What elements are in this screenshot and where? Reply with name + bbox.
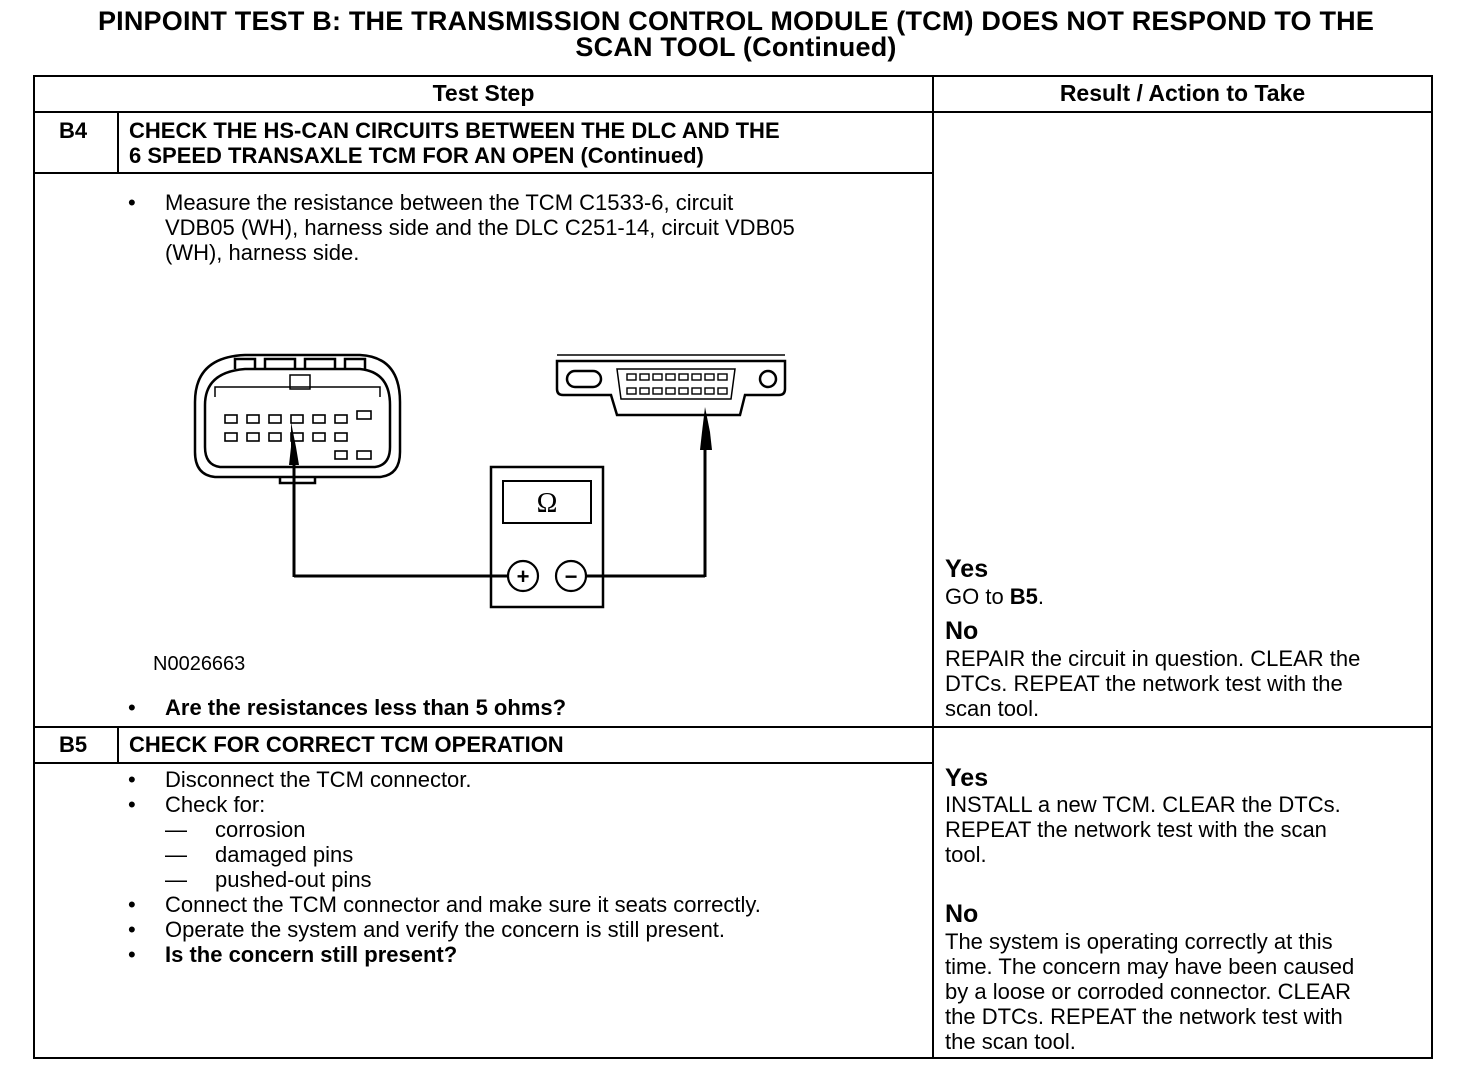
b4-yes-target: B5 bbox=[1009, 584, 1038, 609]
b4-yes-prefix: GO to bbox=[945, 584, 1010, 609]
dash-icon: — bbox=[165, 842, 187, 867]
negative-terminal-label: − bbox=[565, 564, 578, 589]
b4-measure-line3: (WH), harness side. bbox=[165, 240, 360, 265]
b4-heading-line1: CHECK THE HS-CAN CIRCUITS BETWEEN THE DL… bbox=[129, 118, 780, 143]
b5-question: Is the concern still present? bbox=[165, 942, 458, 967]
tcm-connector-icon bbox=[193, 353, 402, 485]
b5-yes-label: Yes bbox=[945, 764, 989, 792]
bullet-icon: • bbox=[128, 942, 136, 967]
b5-heading-divider bbox=[35, 762, 933, 764]
b4-no-line3: scan tool. bbox=[945, 696, 1040, 721]
b4-no-label: No bbox=[945, 617, 979, 645]
step-id-divider-b4 bbox=[117, 111, 119, 173]
b4-measure-line1: Measure the resistance between the TCM C… bbox=[165, 190, 734, 215]
dash-icon: — bbox=[165, 817, 187, 842]
page-title: PINPOINT TEST B: THE TRANSMISSION CONTRO… bbox=[0, 6, 1472, 62]
bullet-icon: • bbox=[128, 892, 136, 917]
tcm-pin-cavities bbox=[224, 410, 372, 460]
b4-b5-divider bbox=[35, 726, 1431, 728]
result-header: Result / Action to Take bbox=[1059, 80, 1306, 106]
b5-step1: Disconnect the TCM connector. bbox=[165, 767, 472, 792]
bullet-icon: • bbox=[128, 695, 136, 720]
figure-id: N0026663 bbox=[153, 653, 246, 675]
multimeter-icon bbox=[489, 465, 605, 609]
b5-no-line1: The system is operating correctly at thi… bbox=[945, 929, 1333, 954]
b5-step2: Check for: bbox=[165, 792, 266, 817]
b5-no-line4: the DTCs. REPEAT the network test with bbox=[945, 1004, 1343, 1029]
b4-step-id: B4 bbox=[59, 118, 88, 143]
page-title-line2: SCAN TOOL (Continued) bbox=[575, 32, 897, 62]
bullet-icon: • bbox=[128, 190, 136, 215]
b5-sub3: pushed-out pins bbox=[215, 867, 372, 892]
b4-measure-line2: VDB05 (WH), harness side and the DLC C25… bbox=[165, 215, 795, 240]
b5-step3: Connect the TCM connector and make sure … bbox=[165, 892, 761, 917]
dlc-pin-cavities bbox=[626, 373, 728, 395]
bullet-icon: • bbox=[128, 767, 136, 792]
bullet-icon: • bbox=[128, 792, 136, 817]
pinpoint-test-table: Test Step Result / Action to Take B4 CHE… bbox=[33, 75, 1433, 1059]
b5-step4: Operate the system and verify the concer… bbox=[165, 917, 726, 942]
resistance-test-diagram: Ω + − bbox=[193, 353, 787, 609]
page-title-line1: PINPOINT TEST B: THE TRANSMISSION CONTRO… bbox=[97, 6, 1375, 36]
b4-heading-line2: 6 SPEED TRANSAXLE TCM FOR AN OPEN (Conti… bbox=[129, 143, 704, 168]
result-column-divider bbox=[932, 77, 934, 1057]
header-divider bbox=[35, 111, 1431, 113]
bullet-icon: • bbox=[128, 917, 136, 942]
b5-yes-line1: INSTALL a new TCM. CLEAR the DTCs. bbox=[945, 792, 1341, 817]
b5-yes-line2: REPEAT the network test with the scan bbox=[945, 817, 1327, 842]
ohm-symbol: Ω bbox=[537, 488, 558, 519]
b4-yes-suffix: . bbox=[1037, 584, 1045, 609]
b5-no-line2: time. The concern may have been caused bbox=[945, 954, 1355, 979]
b5-no-line5: the scan tool. bbox=[945, 1029, 1076, 1054]
b4-heading-divider bbox=[35, 172, 933, 174]
b4-yes-label: Yes bbox=[945, 555, 989, 583]
positive-terminal-label: + bbox=[517, 564, 530, 589]
b4-yes-action: GO to B5. bbox=[945, 584, 1044, 609]
b4-question: Are the resistances less than 5 ohms? bbox=[165, 695, 567, 720]
b5-heading: CHECK FOR CORRECT TCM OPERATION bbox=[129, 732, 564, 757]
b4-no-line1: REPAIR the circuit in question. CLEAR th… bbox=[945, 646, 1361, 671]
tcm-probe-icon bbox=[289, 422, 299, 577]
test-step-header: Test Step bbox=[432, 80, 535, 106]
b5-sub2: damaged pins bbox=[215, 842, 354, 867]
b5-no-line3: by a loose or corroded connector. CLEAR bbox=[945, 979, 1352, 1004]
b5-sub1: corrosion bbox=[215, 817, 306, 842]
b5-no-label: No bbox=[945, 900, 979, 928]
b5-step-id: B5 bbox=[59, 732, 88, 757]
b5-yes-line3: tool. bbox=[945, 842, 987, 867]
dash-icon: — bbox=[165, 867, 187, 892]
dlc-probe-icon bbox=[700, 407, 712, 577]
dlc-connector-icon bbox=[555, 354, 787, 417]
b4-no-line2: DTCs. REPEAT the network test with the bbox=[945, 671, 1343, 696]
step-id-divider-b5 bbox=[117, 726, 119, 764]
